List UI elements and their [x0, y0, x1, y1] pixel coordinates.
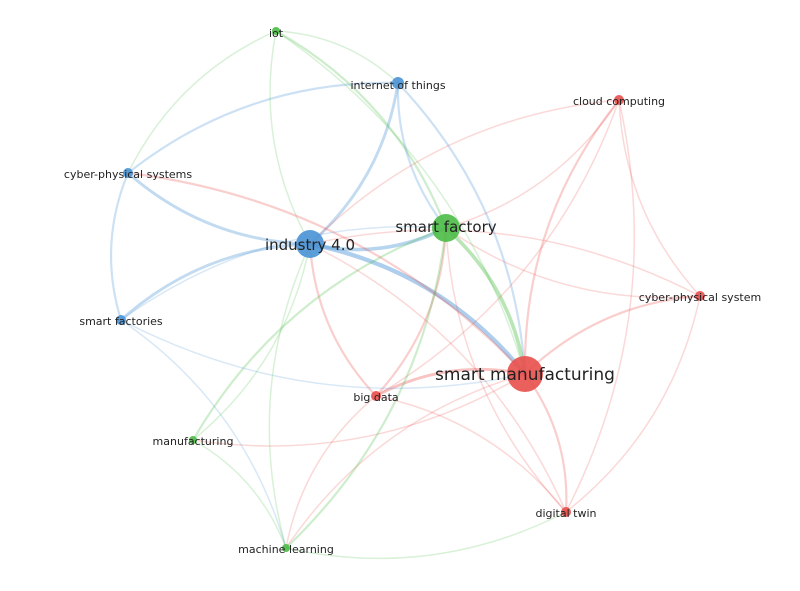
label-smart-factories: smart factories: [79, 315, 163, 328]
label-digital-twin: digital twin: [535, 507, 596, 520]
link-internet-of-things-smart-manufacturing: [396, 81, 527, 376]
link-smart-factory-smart-manufacturing: [444, 226, 527, 376]
link-industry-4-0-cyber-physical-systems: [126, 171, 312, 246]
link-smart-manufacturing-machine-learning: [285, 373, 526, 549]
link-cyber-physical-system-smart-factory: [445, 227, 701, 299]
link-digital-twin-industry-4-0: [309, 243, 567, 513]
link-iot-smart-manufacturing: [275, 30, 526, 375]
link-smart-manufacturing-manufacturing: [192, 373, 526, 447]
label-iot: iot: [269, 27, 284, 40]
link-internet-of-things-smart-factory: [396, 81, 448, 230]
link-big-data-smart-factory: [374, 226, 448, 398]
label-layer: iot internet of things cloud computing cybe…: [64, 27, 761, 556]
link-layer: [109, 29, 702, 560]
link-cloud-computing-smart-factory: [445, 99, 620, 229]
link-cyber-physical-system-digital-twin: [565, 295, 701, 513]
link-manufacturing-smart-factory: [191, 226, 448, 442]
link-smart-factories-machine-learning: [120, 319, 287, 549]
link-industry-4-0-internet-of-things: [308, 81, 400, 246]
link-smart-factories-smart-factory: [120, 225, 447, 321]
label-cyber-physical-systems: cyber-physical systems: [64, 168, 192, 181]
link-iot-smart-factory: [274, 29, 448, 230]
link-smart-manufacturing-digital-twin: [523, 372, 568, 514]
label-internet-of-things: internet of things: [350, 79, 445, 92]
label-cyber-physical-system: cyber-physical system: [639, 291, 761, 304]
link-manufacturing-industry-4-0: [192, 243, 311, 441]
node-smart-manufacturing[interactable]: [507, 356, 543, 392]
link-smart-manufacturing-big-data: [374, 367, 527, 398]
link-industry-4-0-smart-factory: [308, 226, 448, 252]
node-cloud-computing[interactable]: [614, 95, 624, 105]
link-smart-factories-smart-manufacturing: [120, 319, 526, 390]
label-manufacturing: manufacturing: [153, 435, 234, 448]
node-smart-factory[interactable]: [432, 214, 460, 242]
link-smart-manufacturing-cyber-physical-systems: [126, 171, 527, 376]
node-smart-factories[interactable]: [116, 315, 126, 325]
label-cloud-computing: cloud computing: [573, 95, 665, 108]
link-cloud-computing-smart-manufacturing: [523, 98, 621, 376]
link-cloud-computing-big-data: [375, 99, 620, 397]
link-iot-cyber-physical-systems: [127, 30, 277, 174]
node-layer: [116, 27, 705, 552]
node-cyber-physical-system[interactable]: [695, 291, 705, 301]
link-cyber-physical-system-industry-4-0: [309, 229, 701, 297]
link-digital-twin-smart-factory: [445, 227, 567, 513]
link-cloud-computing-digital-twin: [565, 99, 636, 513]
link-manufacturing-machine-learning: [192, 439, 287, 549]
link-iot-internet-of-things: [275, 30, 399, 84]
link-cyber-physical-systems-smart-factories: [109, 171, 130, 322]
label-smart-manufacturing: smart manufacturing: [435, 365, 615, 385]
link-cyber-physical-system-smart-manufacturing: [523, 294, 702, 376]
link-industry-4-0-smart-factories: [119, 242, 312, 322]
link-cloud-computing-industry-4-0: [309, 99, 620, 245]
link-big-data-digital-twin: [375, 395, 567, 513]
label-machine-learning: machine learning: [238, 543, 334, 556]
link-cloud-computing-cyber-physical-system: [618, 99, 701, 297]
node-cyber-physical-systems[interactable]: [123, 168, 133, 178]
link-iot-industry-4-0: [269, 30, 311, 245]
link-cyber-physical-systems-internet-of-things: [126, 81, 400, 175]
node-internet-of-things[interactable]: [392, 77, 404, 89]
label-industry-4-0: industry 4.0: [265, 236, 355, 254]
node-big-data[interactable]: [371, 391, 381, 401]
node-digital-twin[interactable]: [561, 507, 571, 517]
link-big-data-industry-4-0: [308, 242, 378, 398]
node-manufacturing[interactable]: [189, 436, 197, 444]
node-iot[interactable]: [272, 27, 280, 35]
label-smart-factory: smart factory: [395, 218, 496, 236]
node-machine-learning[interactable]: [282, 544, 290, 552]
label-big-data: big data: [353, 391, 398, 404]
node-industry-4-0[interactable]: [296, 230, 324, 258]
link-machine-learning-industry-4-0: [268, 243, 311, 549]
link-industry-4-0-smart-manufacturing: [307, 241, 528, 377]
link-machine-learning-smart-factory: [284, 226, 448, 550]
link-big-data-machine-learning: [285, 395, 377, 549]
link-machine-learning-digital-twin: [285, 511, 567, 560]
